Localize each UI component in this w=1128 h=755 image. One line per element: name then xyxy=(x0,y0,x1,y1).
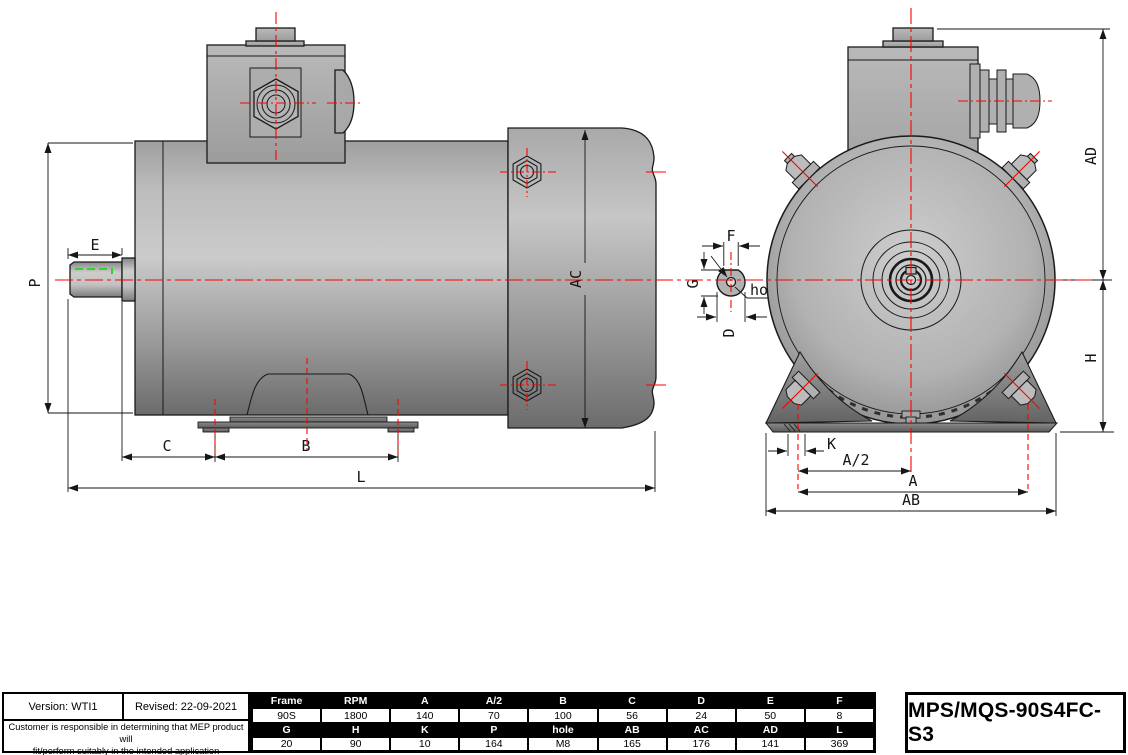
spec-value-cell: M8 xyxy=(528,737,598,751)
dim-label-AD: AD xyxy=(1082,147,1100,165)
spec-value-cell: 90S xyxy=(252,708,322,723)
dim-label-L: L xyxy=(356,468,365,486)
spec-header-cell: K xyxy=(390,723,460,737)
spec-header-cell: A/2 xyxy=(459,694,529,708)
dim-label-A-half: A/2 xyxy=(842,451,869,469)
spec-header-cell: B xyxy=(528,694,598,708)
foot-gusset-side xyxy=(246,373,369,416)
disclaimer-line1: Customer is responsible in determining t… xyxy=(8,722,244,745)
spec-header-cell: Frame xyxy=(252,694,322,708)
rim-bolts xyxy=(781,150,1041,410)
dim-label-F: F xyxy=(726,227,735,245)
version-cell: Version: WTI1 xyxy=(4,694,124,719)
spec-value-cell: 8 xyxy=(804,708,874,723)
spec-header-cell: AC xyxy=(666,723,736,737)
centerlines xyxy=(55,8,1092,489)
spec-header-cell: H xyxy=(321,723,391,737)
dim-label-E: E xyxy=(90,236,99,254)
spec-value-cell: 20 xyxy=(252,737,322,751)
box-side-gland xyxy=(334,69,355,134)
spec-value-cell: 50 xyxy=(735,708,805,723)
spec-value-cell: 70 xyxy=(459,708,529,723)
disclaimer-cell: Customer is responsible in determining t… xyxy=(4,721,248,755)
spec-header-cell: E xyxy=(735,694,805,708)
fan-cover-side xyxy=(507,127,657,429)
revised-cell: Revised: 22-09-2021 xyxy=(134,700,238,713)
spec-value-cell: 56 xyxy=(597,708,667,723)
dim-label-AB: AB xyxy=(902,491,920,509)
spec-header-cell: D xyxy=(666,694,736,708)
dim-label-K: K xyxy=(827,435,836,453)
spec-value-cell: 369 xyxy=(804,737,874,751)
spec-header-cell: C xyxy=(597,694,667,708)
spec-value-cell: 90 xyxy=(321,737,391,751)
spec-value-cell: 24 xyxy=(666,708,736,723)
spec-header-cell: L xyxy=(804,723,874,737)
title-block-left: Version: WTI1 Revised: 22-09-2021 Custom… xyxy=(2,692,250,755)
spec-value-cell: 10 xyxy=(390,737,460,751)
spec-table: Frame RPM A A/2 B C D E F 90S 1800 140 7… xyxy=(250,692,876,753)
side-view-dimensions xyxy=(44,130,656,492)
base-plate-front xyxy=(764,422,1059,433)
spec-header-cell: AD xyxy=(735,723,805,737)
spec-value-cell: 100 xyxy=(528,708,598,723)
disclaimer-line2: fit/perform suitably in the intended app… xyxy=(32,746,220,755)
part-number: MPS/MQS-90S4FC-S3 xyxy=(908,698,1102,746)
foot-gusset-right xyxy=(949,350,1057,424)
motor-body-side xyxy=(134,140,509,416)
motor-front-view xyxy=(764,27,1059,433)
spec-header-cell: hole xyxy=(528,723,598,737)
hidden-keyway-line xyxy=(75,268,113,274)
spec-header-cell: RPM xyxy=(321,694,391,708)
spec-value-cell: 176 xyxy=(666,737,736,751)
foot-gusset-left xyxy=(765,350,873,424)
spec-value-cell: 165 xyxy=(597,737,667,751)
dim-label-P: P xyxy=(26,278,44,287)
dim-label-H: H xyxy=(1082,353,1100,362)
spec-value-cell: 140 xyxy=(390,708,460,723)
dim-label-C: C xyxy=(162,437,171,455)
spec-value-cell: 1800 xyxy=(321,708,391,723)
box-top-cap-front xyxy=(892,27,934,42)
shaft-end-detail xyxy=(697,242,794,322)
spec-header-cell: P xyxy=(459,723,529,737)
technical-drawing-canvas: P E C B L AC F G D hole xyxy=(26,8,1114,516)
motor-side-view xyxy=(69,27,657,433)
base-plate-hatch xyxy=(783,423,801,432)
foot-plate-side xyxy=(197,416,419,433)
part-number-box: MPS/MQS-90S4FC-S3 xyxy=(905,692,1126,753)
dim-label-B: B xyxy=(301,437,310,455)
spec-header-cell: A xyxy=(390,694,460,708)
terminal-box-side xyxy=(206,27,355,164)
spec-value-cell: 141 xyxy=(735,737,805,751)
spec-header-cell: AB xyxy=(597,723,667,737)
dim-label-D: D xyxy=(720,328,738,337)
dim-label-G: G xyxy=(684,279,702,288)
dim-label-AC: AC xyxy=(567,270,585,288)
dim-label-A: A xyxy=(908,472,917,490)
spec-header-cell: F xyxy=(804,694,874,708)
spec-value-cell: 164 xyxy=(459,737,529,751)
spec-header-cell: G xyxy=(252,723,322,737)
